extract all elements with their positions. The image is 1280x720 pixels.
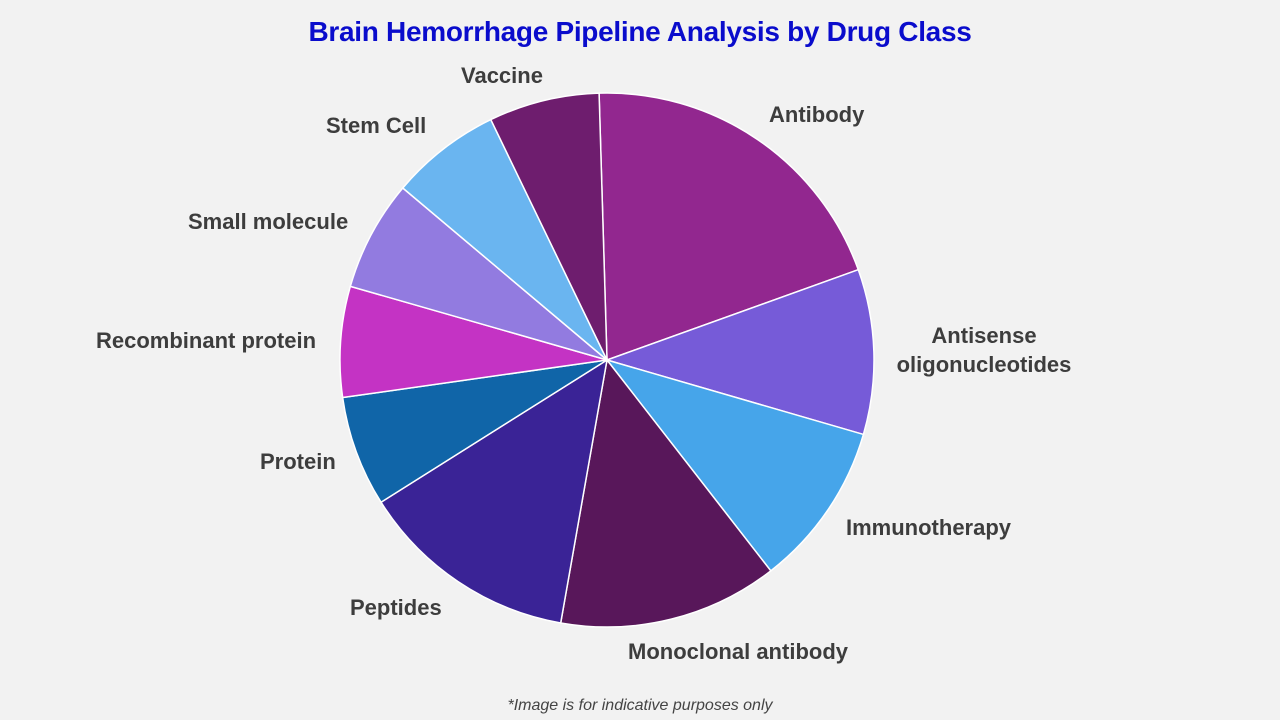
pie-slice-stem-cell — [401, 118, 608, 361]
label-immunotherapy: Immunotherapy — [846, 515, 1012, 540]
pie-slice-recombinant-protein — [339, 285, 608, 399]
pie-slice-peptides — [379, 358, 609, 624]
label-monoclonal-antibody: Monoclonal antibody — [628, 639, 848, 664]
label-protein: Protein — [260, 449, 336, 474]
pie-slice-small-molecule — [349, 186, 608, 361]
label-antisense-line2: oligonucleotides — [896, 352, 1072, 377]
footnote: *Image is for indicative purposes only — [507, 697, 773, 714]
chart-title: Brain Hemorrhage Pipeline Analysis by Dr… — [308, 16, 972, 47]
label-recombinant-protein: Recombinant protein — [96, 328, 317, 353]
label-stem-cell: Stem Cell — [326, 113, 427, 138]
label-peptides: Peptides — [350, 595, 442, 620]
pie-slice-monoclonal-antibody — [559, 358, 772, 628]
label-antibody: Antibody — [769, 102, 865, 127]
label-vaccine: Vaccine — [461, 63, 543, 88]
pie-slices — [339, 92, 875, 628]
pie-slice-immunotherapy — [604, 358, 865, 572]
label-antisense-line1: Antisense — [931, 323, 1037, 348]
label-antisense-oligonucleotides: Antisense oligonucleotides — [894, 321, 1074, 379]
pie-slice-vaccine — [489, 92, 608, 361]
pie-slice-antisense-oligonucleotides — [604, 268, 875, 436]
pie-slice-antibody — [598, 92, 860, 362]
label-small-molecule: Small molecule — [188, 209, 349, 234]
pie-slice-protein — [341, 359, 608, 504]
